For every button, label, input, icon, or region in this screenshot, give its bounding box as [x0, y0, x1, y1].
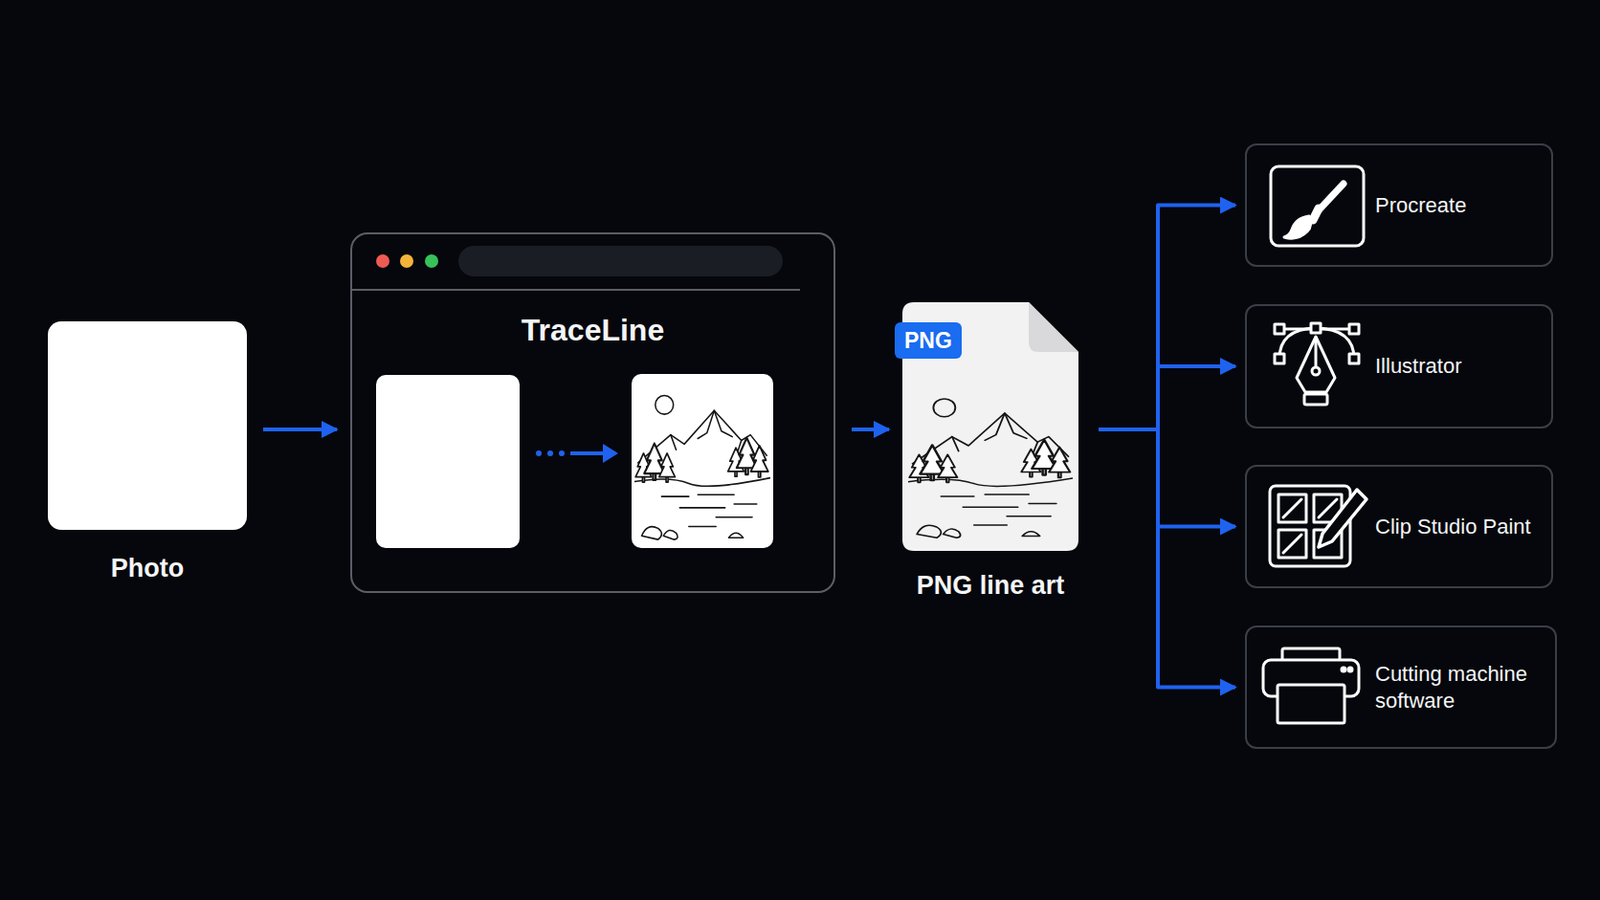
convert-arrow [547, 450, 554, 457]
output-thumbnail [631, 374, 774, 549]
browser-window-chrome [351, 288, 800, 291]
photo-node: Photo [47, 321, 247, 586]
file-badge: PNG [894, 322, 962, 359]
browser-window-chrome [458, 245, 783, 277]
input-thumbnail [376, 375, 520, 549]
file-label: PNG line art [916, 568, 1066, 603]
input-thumbnail [376, 375, 524, 549]
cutting-machine-icon [1341, 667, 1346, 672]
procreate-icon [1312, 208, 1319, 221]
illustrator-pen-icon [1274, 354, 1285, 364]
flow-arrow [851, 427, 889, 432]
illustrator-pen-icon [1274, 323, 1359, 405]
input-thumbnail [378, 377, 517, 546]
procreate-icon [1270, 166, 1364, 246]
app-box: Cutting machine software [1244, 625, 1557, 750]
clip-studio-icon [1318, 489, 1367, 548]
browser-window-chrome [351, 245, 800, 290]
illustrator-pen-icon [1304, 394, 1328, 405]
clip-studio-icon [1269, 486, 1367, 567]
illustrator-pen-icon [1349, 324, 1359, 334]
illustrator-pen-icon [1311, 367, 1320, 376]
app-box: Clip Studio Paint [1244, 465, 1554, 589]
cutting-machine-icon [1277, 685, 1345, 724]
app-name: Illustrator [1375, 353, 1462, 380]
procreate-icon [1284, 216, 1312, 239]
illustrator-pen-icon [1314, 336, 1318, 367]
flow-arrow [1098, 366, 1236, 430]
photo-icon [53, 327, 242, 525]
app-name: Clip Studio Paint [1375, 513, 1532, 541]
app-window: TraceLine [350, 232, 836, 594]
flow-arrow [1098, 429, 1236, 689]
png-file-icon [908, 399, 1073, 538]
flow-arrow [1098, 429, 1236, 528]
photo-icon [47, 321, 251, 531]
procreate-icon [1270, 166, 1364, 246]
browser-window-chrome [376, 254, 390, 268]
png-file-icon [1028, 302, 1079, 353]
illustrator-pen-icon [1349, 354, 1359, 364]
flow-arrow [263, 427, 337, 432]
illustrator-pen-icon [1311, 323, 1321, 334]
photo-icon [47, 321, 247, 531]
convert-arrow [535, 444, 619, 464]
convert-arrow [570, 451, 605, 456]
convert-arrow [558, 450, 565, 457]
output-thumbnail [634, 396, 771, 541]
png-file: PNGPNG line art [902, 302, 1079, 603]
convert-arrow [602, 444, 619, 464]
cutting-machine-icon [1348, 667, 1353, 672]
browser-window-chrome [424, 254, 439, 268]
app-name: Cutting machine software [1375, 661, 1540, 715]
output-thumbnail [631, 374, 774, 549]
app-box: Procreate [1244, 143, 1554, 267]
app-box: Illustrator [1244, 304, 1554, 429]
illustrator-pen-icon [1274, 324, 1285, 334]
illustrator-pen-icon [1296, 336, 1335, 393]
app-name: Procreate [1375, 192, 1467, 220]
cutting-machine-icon [1263, 648, 1359, 724]
browser-window-chrome [400, 254, 414, 268]
image-label: Photo [111, 551, 184, 586]
convert-arrow [535, 450, 542, 457]
flow-arrow [1098, 205, 1236, 431]
app-title: TraceLine [352, 311, 834, 350]
